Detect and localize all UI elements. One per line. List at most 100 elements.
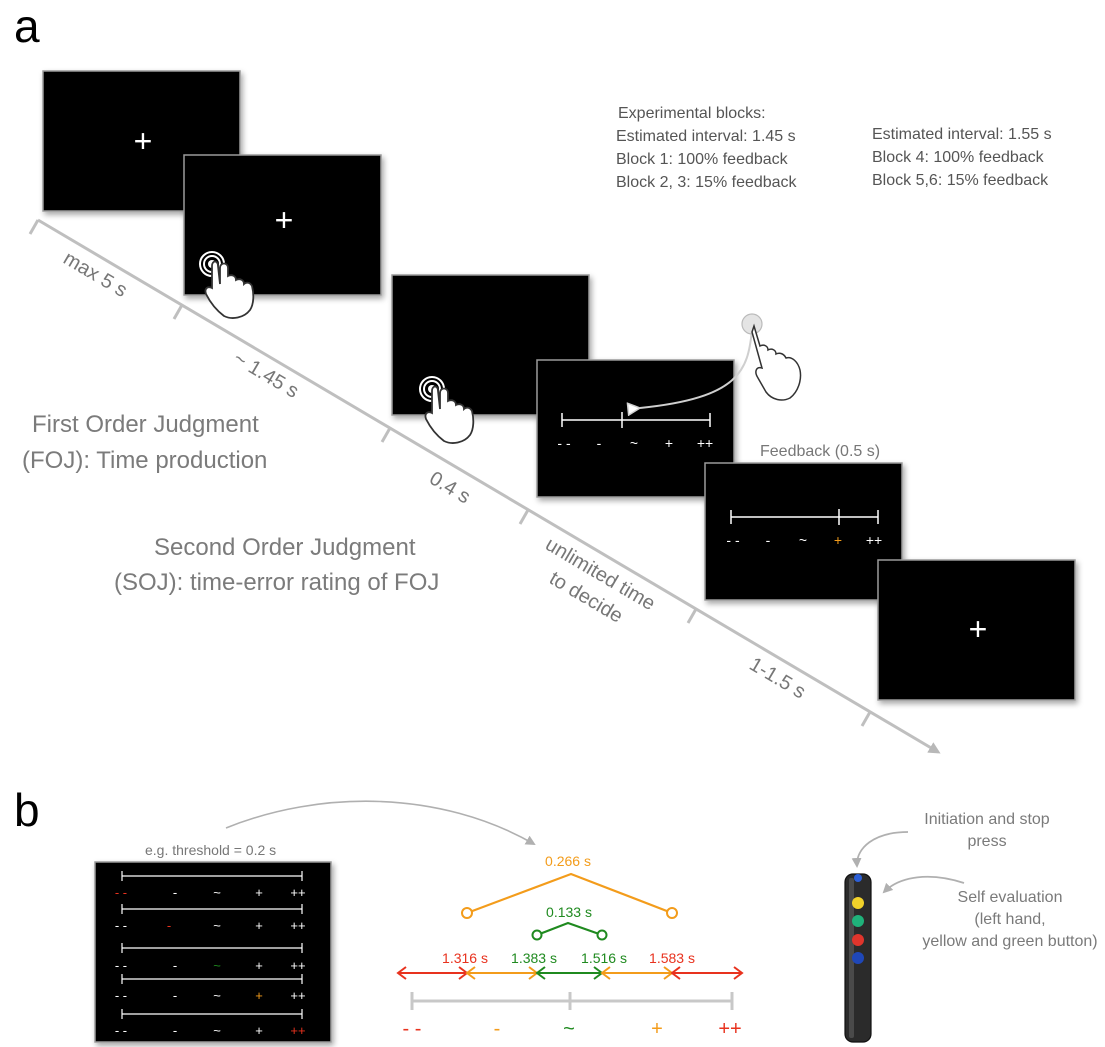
- scale-label-p: +: [651, 1018, 663, 1040]
- ex-r4-m: -: [173, 988, 177, 1003]
- ex-r3-pp: ++: [290, 958, 305, 973]
- threshold-diagram: 0.266 s 0.133 s 1.316 s 1.383 s 1.516 s …: [396, 853, 744, 1040]
- arrow-orange-right: [600, 966, 674, 980]
- ex-r1-pp: ++: [290, 885, 305, 900]
- ex-r3-t: ~: [213, 958, 221, 973]
- arrow-red-right: [670, 966, 744, 980]
- blocks-col2-1: Estimated interval: 1.55 s: [872, 126, 1052, 143]
- arrow-orange-left: [465, 966, 539, 980]
- ex-r4-p: +: [255, 988, 263, 1003]
- scale-label-pp: ++: [718, 1018, 741, 1040]
- ex-r2-p: +: [255, 918, 263, 933]
- device-side-arrow: [882, 875, 965, 894]
- ex-r5-pp: ++: [290, 1023, 305, 1038]
- device-side-label-3: yellow and green button): [922, 933, 1097, 950]
- bound-1-316: 1.316 s: [442, 950, 488, 966]
- device-top-label-2: press: [967, 833, 1006, 850]
- ex-r3-m: -: [173, 958, 177, 973]
- screen-fixation-press: +: [183, 154, 382, 319]
- ex-r2-m: -: [167, 918, 171, 933]
- orange-threshold-value: 0.266 s: [545, 853, 591, 869]
- device-top-label-1: Initiation and stop: [924, 811, 1050, 828]
- device-side-label-2: (left hand,: [974, 911, 1045, 928]
- foj-line2: (FOJ): Time production: [22, 447, 267, 474]
- ex-r5-m: -: [173, 1023, 177, 1038]
- fixation-cross-1: +: [134, 123, 153, 159]
- scale-label-t: ~: [563, 1018, 575, 1040]
- screen-feedback: - - - ~ + ++: [704, 462, 903, 601]
- ex-r1-mm: - -: [115, 885, 127, 900]
- ex-r2-mm: - -: [115, 918, 127, 933]
- gray-scale-bar: [410, 992, 734, 1010]
- rating-label-t: ~: [630, 435, 638, 451]
- blocks-col1-3: Block 2, 3: 15% feedback: [616, 174, 798, 191]
- device-blue-button: [852, 952, 864, 964]
- fixation-cross-2: +: [275, 202, 294, 238]
- ex-r4-pp: ++: [290, 988, 305, 1003]
- green-threshold-tent: [536, 921, 603, 937]
- timeline-arrow: [37, 218, 941, 754]
- fixation-cross-3: +: [969, 611, 988, 647]
- rating-label-pp: ++: [697, 435, 713, 451]
- device-labels: Initiation and stop press Self evaluatio…: [922, 811, 1097, 950]
- screen-rating: - - - ~ + ++: [536, 359, 735, 498]
- arrow-red-left: [396, 966, 469, 980]
- ex-r2-pp: ++: [290, 918, 305, 933]
- ex-r5-mm: - -: [115, 1023, 127, 1038]
- feedback-label: Feedback (0.5 s): [760, 443, 880, 460]
- blocks-title: Experimental blocks:: [618, 105, 766, 122]
- device-yellow-button: [852, 897, 864, 909]
- blocks-col1-2: Block 1: 100% feedback: [616, 151, 789, 168]
- ex-r1-p: +: [255, 885, 263, 900]
- screen-fixation-1: +: [42, 70, 241, 212]
- threshold-label: e.g. threshold = 0.2 s: [145, 842, 276, 858]
- timeline-ticks: [28, 219, 872, 727]
- rating-label-mm: - -: [557, 435, 571, 451]
- arrow-green-center: [535, 966, 604, 980]
- blocks-col2-3: Block 5,6: 15% feedback: [872, 172, 1049, 189]
- screen-fixation-3: +: [877, 559, 1076, 701]
- device-top-arrow: [851, 831, 909, 868]
- bound-1-516: 1.516 s: [581, 950, 627, 966]
- pointer-hand: [640, 313, 802, 408]
- feedback-label-p: +: [834, 532, 842, 548]
- blocks-col2-2: Block 4: 100% feedback: [872, 149, 1045, 166]
- scale-label-mm: - -: [403, 1018, 422, 1040]
- ex-r5-t: ~: [213, 1023, 221, 1038]
- interval-max5: max 5 s: [59, 247, 130, 302]
- panel-b-label: b: [14, 784, 40, 836]
- feedback-label-pp: ++: [866, 532, 882, 548]
- feedback-label-m: -: [766, 532, 771, 548]
- ex-r3-p: +: [255, 958, 263, 973]
- interval-1-1-5: 1-1.5 s: [745, 653, 809, 703]
- soj-line2: (SOJ): time-error rating of FOJ: [114, 569, 439, 596]
- response-device: [844, 873, 872, 1043]
- device-top-button: [854, 874, 862, 882]
- device-side-label-1: Self evaluation: [958, 889, 1063, 906]
- experimental-blocks: Experimental blocks: Estimated interval:…: [616, 105, 1052, 191]
- threshold-arrow: [225, 800, 536, 845]
- ex-r4-mm: - -: [115, 988, 127, 1003]
- feedback-label-mm: - -: [726, 532, 740, 548]
- bound-1-383: 1.383 s: [511, 950, 557, 966]
- ex-r3-mm: - -: [115, 958, 127, 973]
- rating-label-p: +: [665, 435, 673, 451]
- panel-a-label: a: [14, 0, 40, 52]
- bound-1-583: 1.583 s: [649, 950, 695, 966]
- blocks-col1-1: Estimated interval: 1.45 s: [616, 128, 796, 145]
- ex-r2-t: ~: [213, 918, 221, 933]
- green-threshold-value: 0.133 s: [546, 904, 592, 920]
- scale-label-m: -: [494, 1018, 501, 1040]
- example-rating-screen: - - - ~ + ++ - - - ~ + ++ - - - ~ + ++ -…: [94, 861, 332, 1043]
- ex-r5-p: +: [255, 1023, 263, 1038]
- judgment-labels: First Order Judgment (FOJ): Time product…: [22, 411, 439, 596]
- device-red-button: [852, 934, 864, 946]
- feedback-label-t: ~: [799, 532, 807, 548]
- ex-r1-t: ~: [213, 885, 221, 900]
- ex-r1-m: -: [173, 885, 177, 900]
- orange-threshold-tent: [466, 872, 673, 915]
- rating-label-m: -: [597, 435, 602, 451]
- foj-line1: First Order Judgment: [32, 411, 259, 438]
- ex-r4-t: ~: [213, 988, 221, 1003]
